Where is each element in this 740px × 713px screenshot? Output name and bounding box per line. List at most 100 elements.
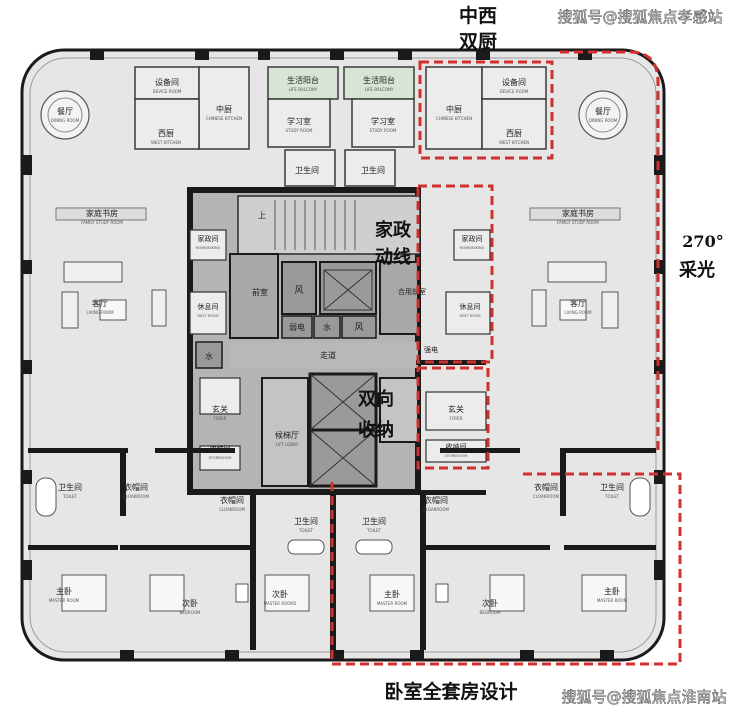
svg-text:CHINESE KITCHEN: CHINESE KITCHEN [206, 116, 242, 121]
label-bath-center-left: 卫生间 [294, 516, 318, 526]
annotation-storage-2: 收纳 [358, 419, 394, 441]
label-study-left: 学习室 [287, 116, 311, 126]
label-corridor: 走道 [320, 350, 336, 360]
label-rest-right: 休息间 [460, 302, 481, 311]
svg-text:STUDY ROOM: STUDY ROOM [369, 128, 397, 133]
label-wind-1: 风 [294, 285, 303, 296]
svg-text:CLOAKROOM: CLOAKROOM [533, 494, 559, 499]
label-cloak-center-right: 衣帽间 [424, 495, 448, 505]
svg-text:LIFE BALCONY: LIFE BALCONY [365, 87, 394, 92]
label-chinese-kitchen-left: 中厨 [216, 104, 232, 114]
svg-text:STOREROOM: STOREROOM [209, 456, 232, 460]
room-labels-right: 餐厅 DINING ROOM 设备间 DEVICE ROOM 中厨 CHINES… [361, 75, 628, 615]
label-bath-right: 卫生间 [600, 482, 624, 492]
annotation-suite-design: 卧室全套房设计 [384, 680, 517, 703]
svg-text:REST ROOM: REST ROOM [459, 314, 480, 318]
svg-text:LIFT LOBBY: LIFT LOBBY [276, 442, 299, 447]
label-cloak-center-left: 衣帽间 [220, 495, 244, 505]
label-study-right: 学习室 [371, 116, 395, 126]
svg-text:MASTER ROOM: MASTER ROOM [49, 598, 80, 603]
svg-text:FOYER: FOYER [214, 416, 227, 421]
top-rooms [134, 66, 547, 187]
label-water-core: 水 [323, 322, 331, 332]
svg-text:DEVICE ROOM: DEVICE ROOM [500, 89, 529, 94]
label-rest-left: 休息间 [198, 302, 219, 311]
label-chinese-kitchen-right: 中厨 [446, 104, 462, 114]
svg-text:HOMEMAKING: HOMEMAKING [460, 246, 485, 250]
svg-text:CHINESE KITCHEN: CHINESE KITCHEN [436, 116, 472, 121]
core-labels: 上 前室 风 合用前室 弱电 水 风 水 走道 强电 候梯厅 LIFT LOBB… [205, 211, 438, 447]
annotation-lighting-1: 270° [682, 232, 723, 251]
svg-text:BEDROOM: BEDROOM [180, 610, 201, 615]
svg-text:STOREROOM: STOREROOM [445, 454, 468, 458]
annotation-lighting-2: 采光 [678, 259, 715, 281]
svg-text:TOILET: TOILET [298, 528, 314, 533]
svg-text:DINING ROOM: DINING ROOM [589, 118, 618, 123]
label-bath-left: 卫生间 [58, 482, 82, 492]
svg-text:WEST KITCHEN: WEST KITCHEN [151, 140, 181, 145]
annotation-double-kitchen-1: 中西 [459, 4, 497, 27]
label-second2-left: 次卧 [272, 589, 288, 599]
label-foyer-right: 玄关 [448, 404, 464, 414]
label-master-center-right: 主卧 [384, 589, 400, 599]
label-stair-up: 上 [258, 211, 266, 220]
core [187, 187, 421, 495]
watermark-top: 搜狐号@搜狐焦点孝感站 [557, 8, 722, 26]
svg-text:TOILET: TOILET [604, 494, 620, 499]
svg-text:REST ROOM: REST ROOM [197, 314, 218, 318]
label-front-room: 前室 [252, 287, 268, 297]
label-shared-front: 合用前室 [398, 287, 426, 296]
label-bath-top-right: 卫生间 [361, 165, 385, 175]
svg-text:FAMILY STUDY ROOM: FAMILY STUDY ROOM [81, 220, 123, 225]
label-storage-left: 收纳间 [210, 444, 231, 453]
svg-text:MASTER ROOM2: MASTER ROOM2 [264, 601, 297, 606]
label-balcony-left: 生活阳台 [287, 75, 319, 85]
label-second-left: 次卧 [182, 598, 198, 608]
label-bath-top-left: 卫生间 [295, 165, 319, 175]
svg-text:DEVICE ROOM: DEVICE ROOM [153, 89, 182, 94]
annotation-double-kitchen-2: 双厨 [459, 31, 497, 53]
svg-text:MASTER ROOM: MASTER ROOM [597, 598, 628, 603]
annotation-housekeeping-2: 动线 [375, 246, 411, 268]
frame-housekeeping [416, 184, 494, 364]
label-second-right: 次卧 [482, 598, 498, 608]
svg-text:LIVING ROOM: LIVING ROOM [86, 310, 114, 315]
svg-text:LIFE BALCONY: LIFE BALCONY [289, 87, 318, 92]
svg-text:BEDROOM: BEDROOM [480, 610, 501, 615]
label-living-right: 客厅 [570, 298, 586, 308]
label-device-left: 设备间 [155, 77, 179, 87]
room-labels-left: 餐厅 DINING ROOM 设备间 DEVICE ROOM 中厨 CHINES… [49, 75, 319, 615]
label-family-study-left: 家庭书房 [86, 208, 118, 218]
svg-text:FOYER: FOYER [450, 416, 463, 421]
svg-text:MASTER ROOM: MASTER ROOM [377, 601, 408, 606]
frame-suite [330, 472, 682, 666]
label-living-left: 客厅 [92, 298, 108, 308]
svg-text:CLOAKROOM: CLOAKROOM [123, 494, 149, 499]
label-balcony-right: 生活阳台 [363, 75, 395, 85]
svg-text:FAMILY STUDY ROOM: FAMILY STUDY ROOM [557, 220, 599, 225]
frame-lighting [560, 50, 660, 455]
svg-text:TOILET: TOILET [366, 528, 382, 533]
watermark-bottom: 搜狐号@搜狐焦点淮南站 [561, 688, 726, 706]
label-lift-lobby: 候梯厅 [275, 430, 299, 440]
annotation-housekeeping-1: 家政 [375, 219, 412, 241]
label-device-right: 设备间 [502, 77, 526, 87]
label-storage-right: 收纳间 [446, 442, 467, 451]
svg-text:HOMEMAKING: HOMEMAKING [196, 246, 221, 250]
frame-storage [416, 366, 490, 470]
label-weak-elec: 弱电 [289, 322, 305, 332]
svg-text:DINING ROOM: DINING ROOM [51, 118, 80, 123]
label-strong-elec: 强电 [424, 345, 438, 354]
label-wind-2: 风 [354, 322, 363, 333]
watermarks: 搜狐号@搜狐焦点孝感站 搜狐号@搜狐焦点淮南站 [557, 8, 727, 707]
label-bath-center-right: 卫生间 [362, 516, 386, 526]
svg-text:LIVING ROOM: LIVING ROOM [564, 310, 592, 315]
label-water-left: 水 [205, 351, 213, 361]
label-dining-right: 餐厅 [595, 107, 611, 116]
right-unit [330, 90, 656, 650]
annotations: 中西 双厨 家政 动线 270° 采光 双向 收纳 卧室全套房设计 [358, 4, 724, 703]
label-master-right: 主卧 [604, 586, 620, 596]
svg-text:TOILET: TOILET [62, 494, 78, 499]
label-dining-left: 餐厅 [57, 107, 73, 116]
